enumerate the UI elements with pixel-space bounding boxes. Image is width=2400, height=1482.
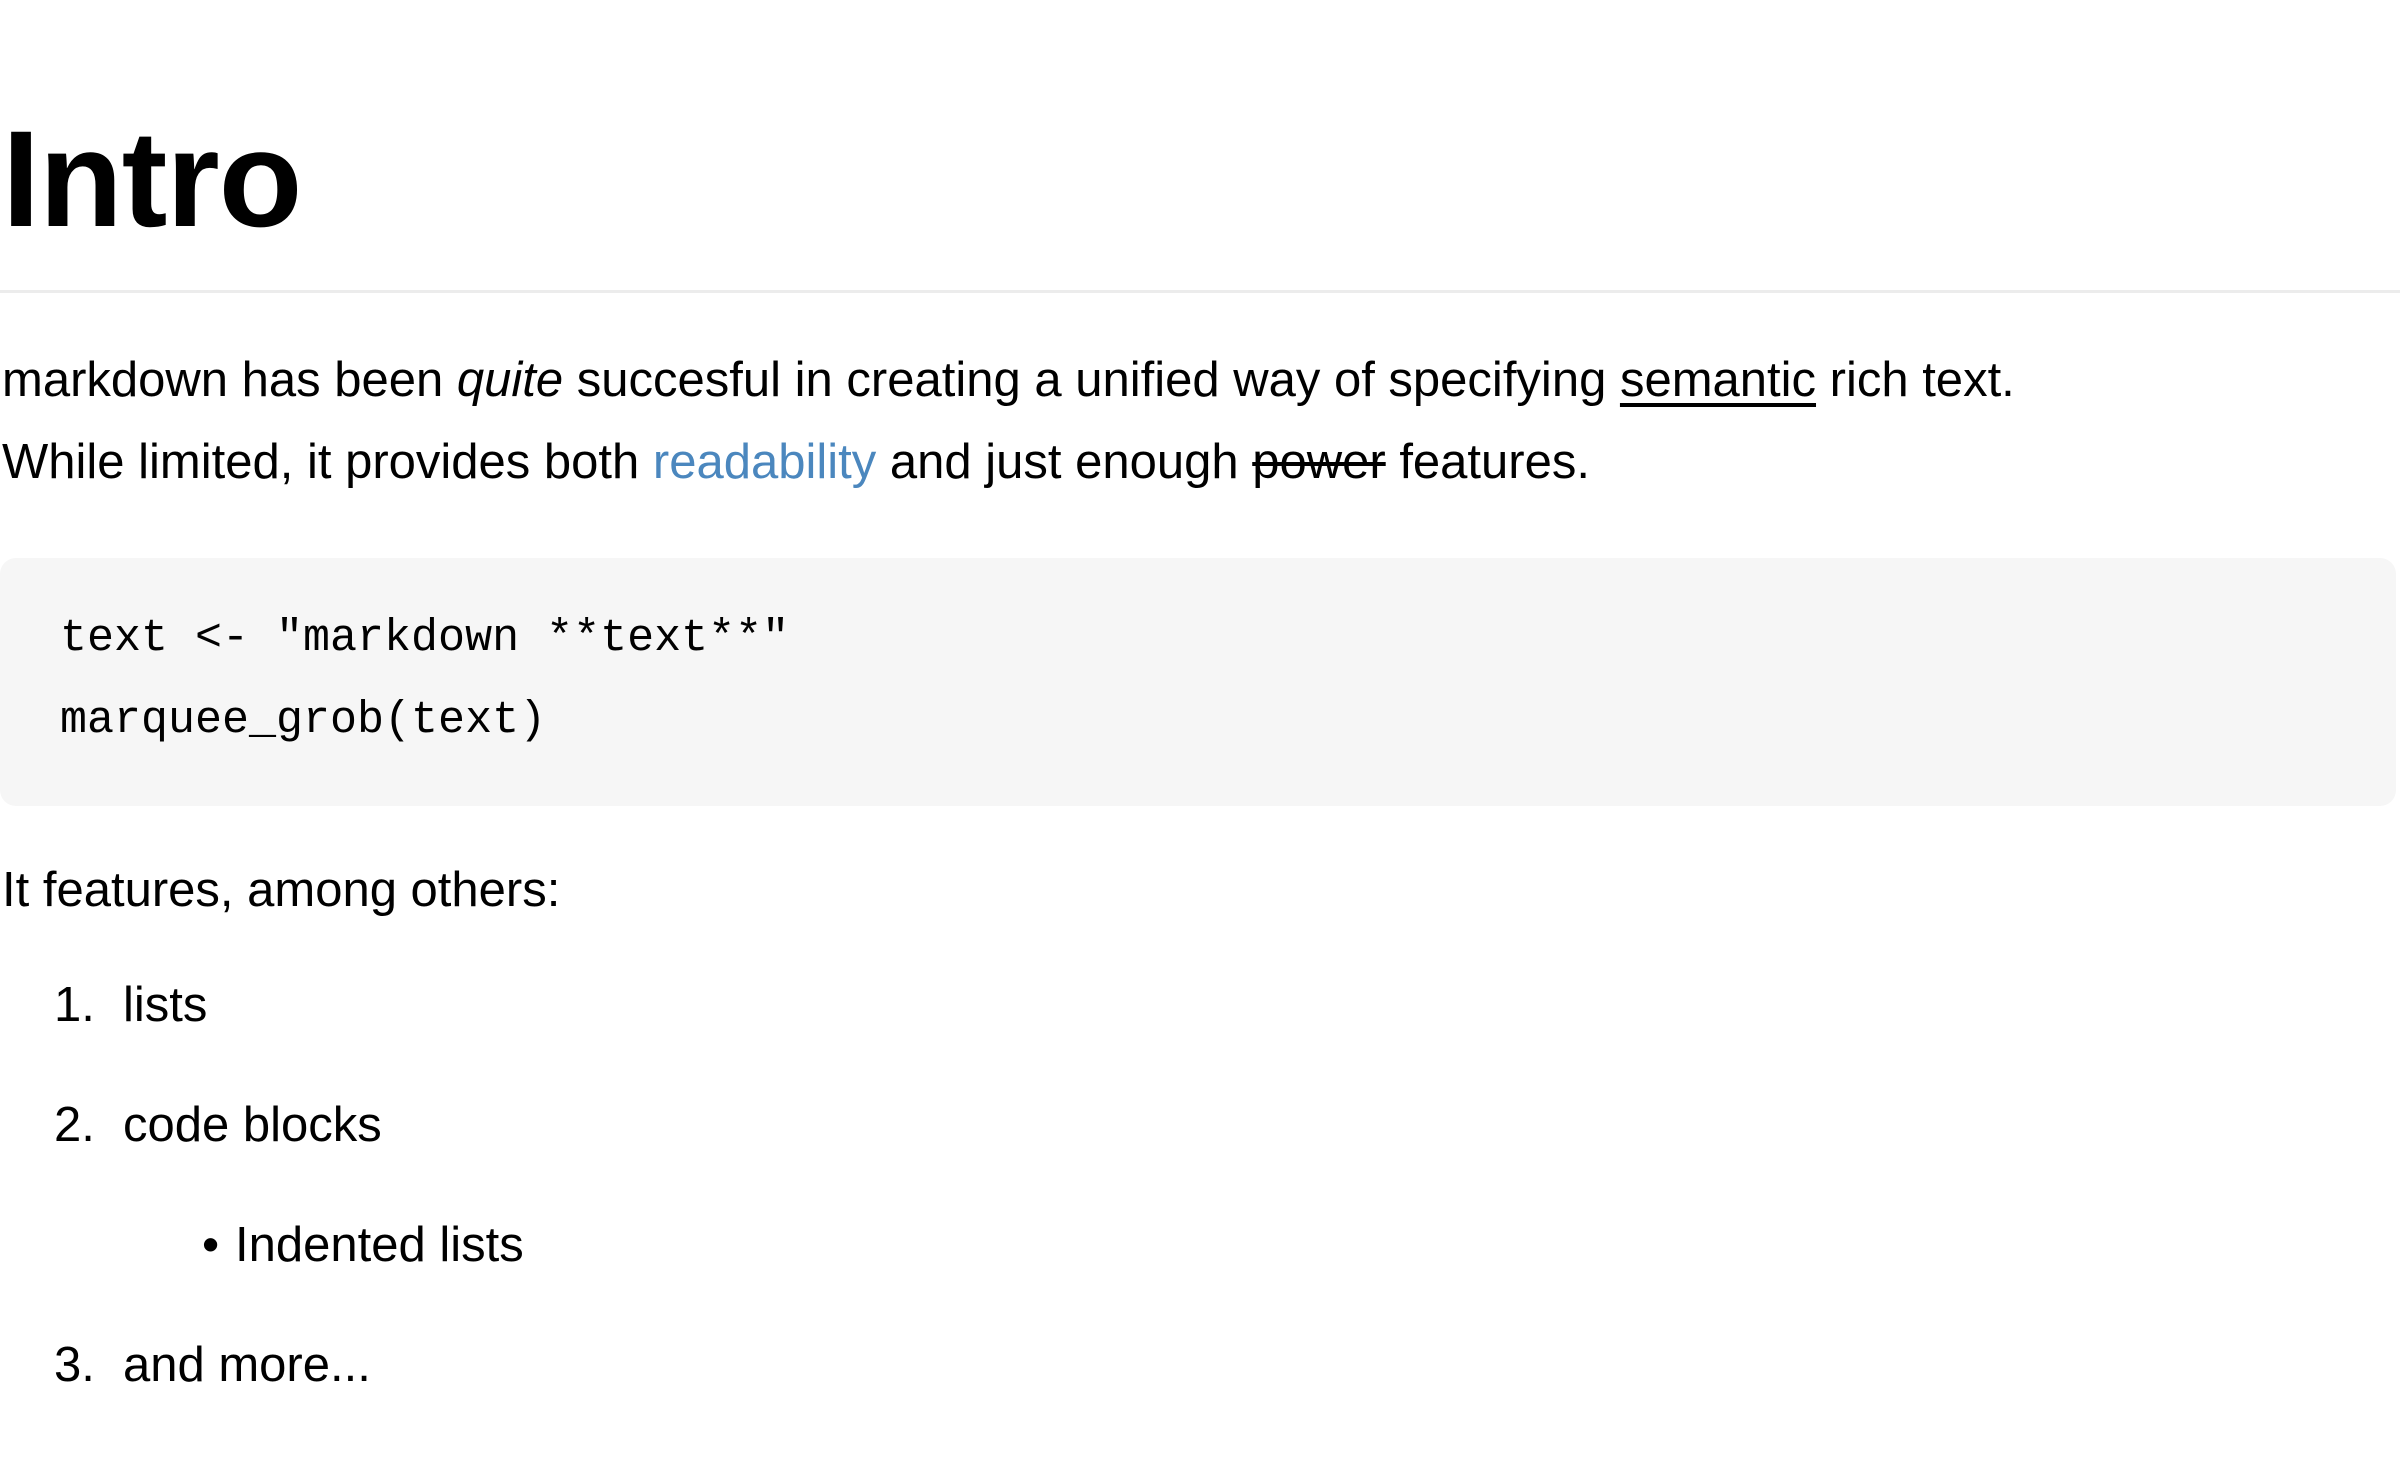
list-marker: 1. [54,978,95,1032]
readability-link[interactable]: readability [652,435,877,489]
underlined-text: semantic [1619,353,1817,407]
list-item-label: Indented lists [235,1218,524,1272]
text-segment: features. [1385,435,1590,489]
list-item-lists: 1. lists [0,964,2400,1046]
list-marker: 2. [54,1098,95,1152]
strikethrough-text: power [1252,435,1386,489]
list-item-label: lists [123,978,208,1032]
code-line: marquee_grob(text) [60,695,547,746]
intro-paragraph: markdown has been quite succesful in cre… [0,339,2400,503]
list-item-label: code blocks [123,1098,382,1152]
text-segment: markdown has been [2,353,457,407]
features-intro: It features, among others: [2,863,561,917]
list-item-label: and more... [123,1338,371,1392]
code-line: text <- "markdown **text**" [60,613,790,664]
list-marker: 3. [54,1338,95,1392]
divider [0,290,2400,293]
text-segment: and just enough [876,435,1253,489]
features-list: 1. lists 2. code blocks • Indented lists… [0,964,2400,1406]
code-block: text <- "markdown **text**" marquee_grob(… [0,558,2396,806]
text-segment: While limited, it provides both [2,435,653,489]
list-item-code-blocks: 2. code blocks [0,1084,2400,1166]
list-item-indented-lists: • Indented lists [0,1204,2400,1286]
italic-text: quite [456,353,564,407]
page-title: Intro [2,103,302,256]
list-item-and-more: 3. and more... [0,1324,2400,1406]
text-segment: succesful in creating a unified way of s… [563,353,1620,407]
document: Intro markdown has been quite succesful … [0,110,2400,1482]
text-segment: rich text. [1816,353,2015,407]
bullet-icon: • [202,1218,220,1272]
